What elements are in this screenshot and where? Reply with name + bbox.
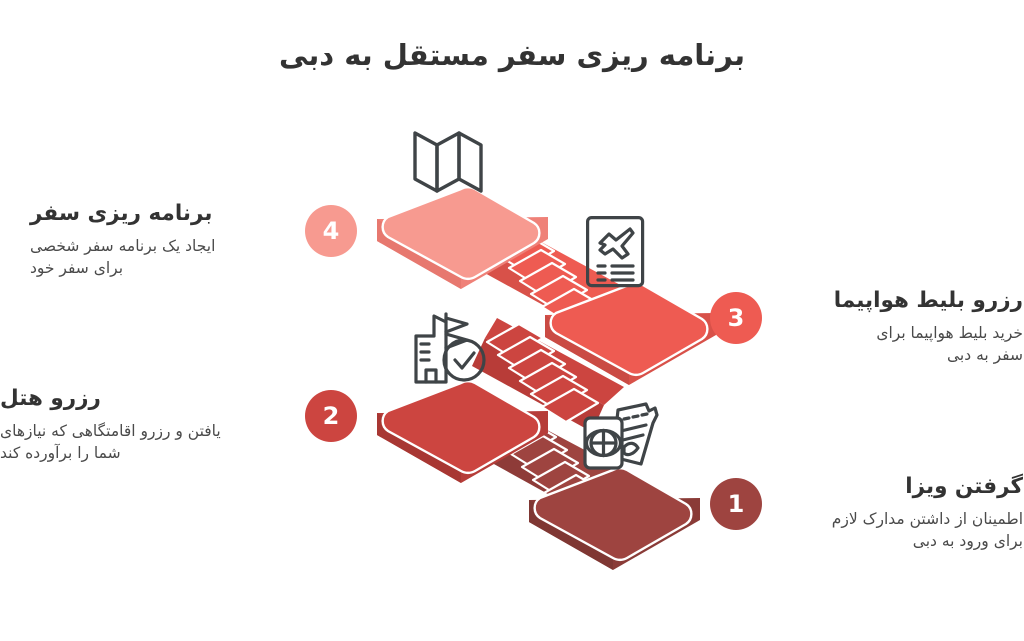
step-title-1: گرفتن ویزا [905, 474, 1023, 499]
step-description-2-line2: شما را برآورده کند [0, 444, 121, 463]
passport-ticket-icon [583, 402, 659, 470]
platform-2-hotel [377, 380, 548, 483]
step-description-2: یافتن و رزرو اقامتگاهی که نیازهای شما را… [0, 420, 285, 465]
boarding-pass-icon [586, 216, 645, 288]
step-description-4: ایجاد یک برنامه سفر شخصی برای سفر خود [30, 235, 285, 280]
stairs-1-to-2 [474, 404, 628, 520]
folded-map-icon [413, 131, 483, 193]
step-number-2: 2 [322, 402, 340, 430]
platform-4-itinerary [377, 186, 548, 289]
step-title-4: برنامه ریزی سفر [30, 201, 213, 226]
step-block-1: گرفتن ویزا اطمینان از داشتن مدارک لازم ب… [783, 474, 1023, 553]
step-description-3-line2: سفر به دبی [947, 346, 1023, 365]
step-block-2: رزرو هتل یافتن و رزرو اقامتگاهی که نیازه… [0, 386, 285, 465]
step-description-3-line1: خرید بلیط هواپیما برای [876, 323, 1023, 342]
hotel-check-icon [414, 312, 486, 384]
step-description-4-line1: ایجاد یک برنامه سفر شخصی [30, 236, 216, 255]
platform-3-flight [545, 282, 716, 385]
step-title-3: رزرو بلیط هواپیما [833, 288, 1023, 313]
stairs-3-to-4 [472, 218, 624, 332]
step-number-3: 3 [727, 304, 745, 332]
step-block-3: رزرو بلیط هواپیما خرید بلیط هواپیما برای… [783, 288, 1023, 367]
step-number-circle-4[interactable]: 4 [305, 205, 357, 257]
step-description-4-line2: برای سفر خود [30, 259, 124, 278]
step-number-circle-3[interactable]: 3 [710, 292, 762, 344]
platform-1-visa [529, 467, 700, 570]
step-description-1: اطمینان از داشتن مدارک لازم برای ورود به… [783, 508, 1023, 553]
step-description-1-line2: برای ورود به دبی [912, 532, 1023, 551]
step-number-circle-2[interactable]: 2 [305, 390, 357, 442]
step-description-1-line1: اطمینان از داشتن مدارک لازم [831, 509, 1023, 528]
step-number-circle-1[interactable]: 1 [710, 478, 762, 530]
page-title: برنامه ریزی سفر مستقل به دبی [278, 38, 745, 72]
step-description-2-line1: یافتن و رزرو اقامتگاهی که نیازهای [0, 421, 221, 440]
step-number-1: 1 [727, 490, 745, 518]
step-description-3: خرید بلیط هواپیما برای سفر به دبی [783, 322, 1023, 367]
step-number-4: 4 [322, 217, 340, 245]
step-block-4: برنامه ریزی سفر ایجاد یک برنامه سفر شخصی… [30, 201, 285, 280]
stairs-2-to-3 [472, 318, 624, 432]
step-title-2: رزرو هتل [0, 386, 101, 411]
